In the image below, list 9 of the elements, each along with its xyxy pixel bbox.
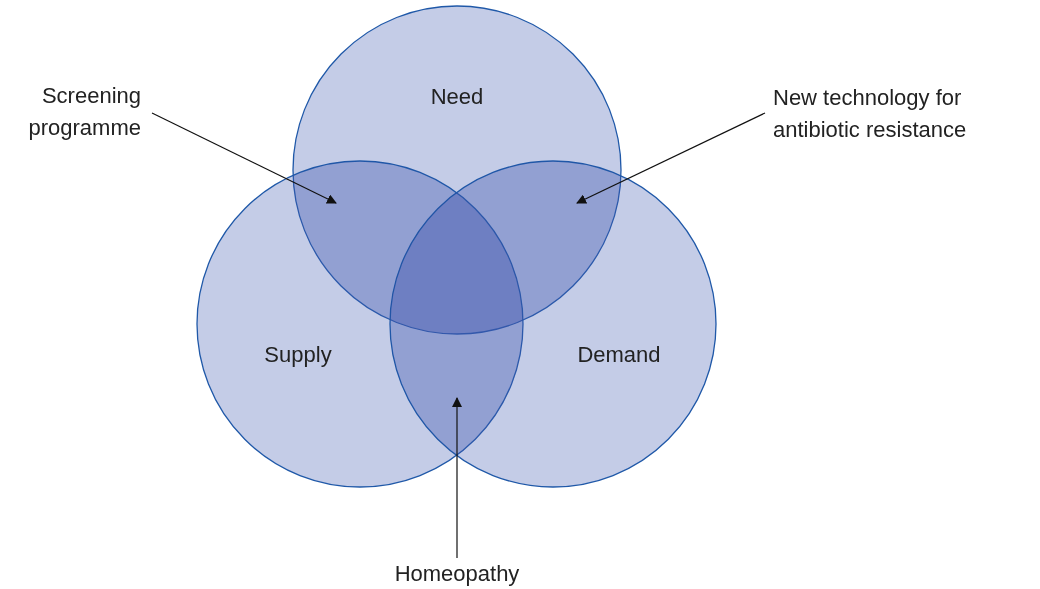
leader-line: [576, 112, 766, 204]
circle-label: Supply: [264, 341, 332, 369]
circle-label: Demand: [577, 341, 661, 369]
callout-text: Homeopathy: [393, 560, 521, 588]
leader-line: [452, 397, 462, 559]
callout-text: New technology for antibiotic resistance: [773, 84, 968, 144]
circle-label: Need: [430, 83, 484, 111]
leader-line: [151, 112, 337, 204]
callout-text: Screening programme: [27, 82, 141, 142]
